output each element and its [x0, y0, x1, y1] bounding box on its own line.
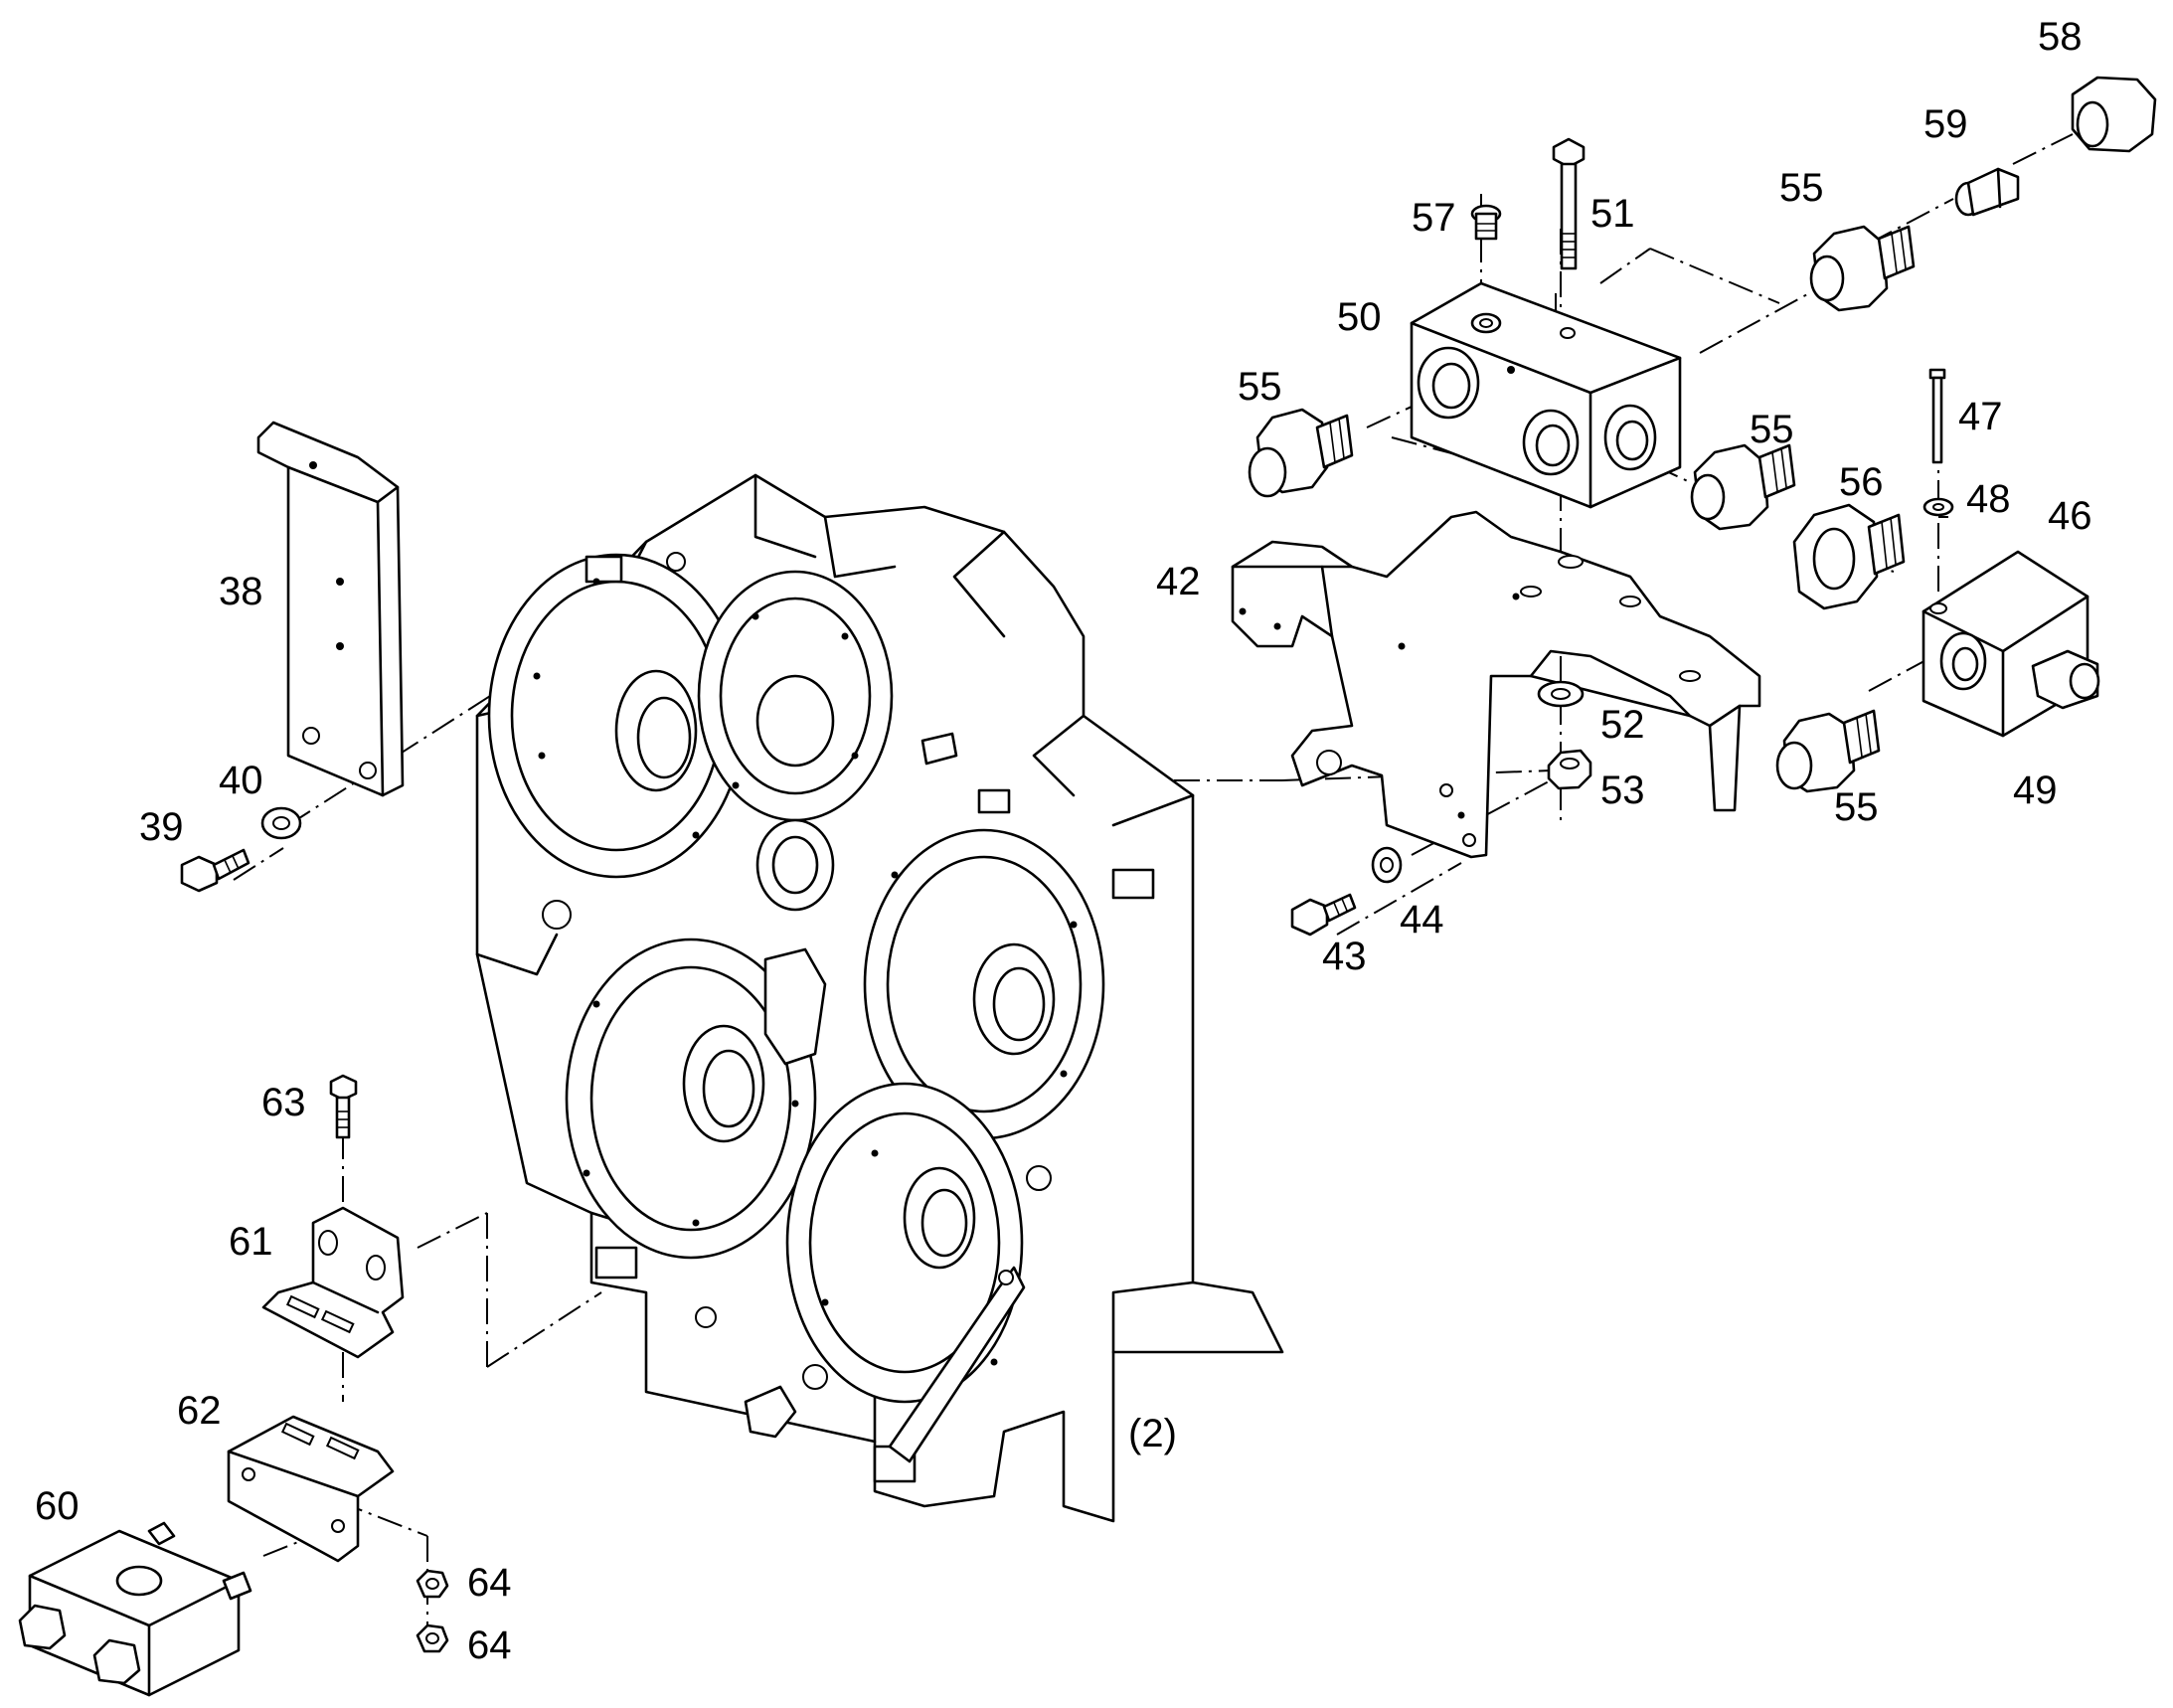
part-62-bracket — [227, 1415, 395, 1563]
callout-62: 62 — [177, 1389, 222, 1433]
part-64-nut-upper — [416, 1569, 449, 1599]
callout-48: 48 — [1966, 477, 2011, 521]
part-40-washer — [260, 806, 302, 840]
callout-55-left: 55 — [1238, 365, 1282, 409]
part-47-screw — [1928, 368, 1946, 464]
part-42-bracket — [1231, 510, 1761, 859]
part-55-fitting-bottom — [1775, 709, 1881, 793]
callout-63: 63 — [261, 1081, 306, 1124]
part-55-fitting-top — [1809, 225, 1916, 312]
callout-43: 43 — [1322, 935, 1367, 978]
callout-47: 47 — [1958, 395, 2003, 438]
callout-64-upper: 64 — [467, 1561, 512, 1605]
part-48-washer — [1922, 497, 1954, 517]
callout-42: 42 — [1156, 560, 1201, 603]
callout-53: 53 — [1600, 769, 1645, 812]
part-38-bracket — [256, 421, 405, 797]
callout-40: 40 — [219, 759, 263, 802]
part-52-washer — [1537, 680, 1585, 708]
callout-labels: 38 39 40 42 43 44 46 47 48 49 50 51 52 5… — [35, 15, 2092, 1667]
gearbox-housing — [475, 473, 1284, 1523]
housing-bolt-holes — [533, 578, 1078, 1366]
part-64-nut-lower — [416, 1623, 449, 1653]
part-51-bolt — [1552, 137, 1586, 270]
callout-58: 58 — [2038, 15, 2083, 59]
callout-44: 44 — [1400, 898, 1444, 941]
part-59-fitting — [1954, 167, 2020, 217]
callout-59: 59 — [1923, 102, 1968, 146]
part-44-washer — [1371, 846, 1403, 884]
housing-reference-label: (2) — [1128, 1412, 1177, 1455]
part-63-bolt — [329, 1074, 358, 1139]
part-55-fitting-middle — [1690, 443, 1796, 531]
part-60-clamp-block — [18, 1521, 252, 1697]
callout-57: 57 — [1412, 196, 1456, 240]
callout-39: 39 — [139, 805, 184, 849]
callout-52: 52 — [1600, 703, 1645, 747]
part-58-nut — [2071, 76, 2157, 153]
callout-56: 56 — [1839, 460, 1884, 504]
part-46-valve-block — [1922, 550, 2100, 738]
callout-46: 46 — [2048, 494, 2092, 538]
callout-55-top: 55 — [1779, 166, 1824, 210]
callout-50: 50 — [1337, 295, 1382, 339]
part-61-bracket — [261, 1206, 405, 1359]
part-50-valve-block — [1410, 281, 1682, 509]
callout-51: 51 — [1590, 192, 1635, 236]
callout-61: 61 — [229, 1220, 273, 1264]
part-53-nut — [1547, 749, 1592, 790]
part-43-bolt — [1290, 893, 1357, 937]
callout-60: 60 — [35, 1484, 80, 1528]
part-57-plug — [1470, 204, 1502, 241]
callout-55-middle: 55 — [1750, 408, 1794, 451]
part-55-fitting-left — [1248, 408, 1354, 498]
callout-38: 38 — [219, 570, 263, 613]
part-56-adapter — [1792, 503, 1906, 610]
callout-49: 49 — [2013, 769, 2058, 812]
callout-64-lower: 64 — [467, 1623, 512, 1667]
callout-55-bottom: 55 — [1834, 785, 1879, 829]
part-39-bolt — [180, 848, 251, 893]
